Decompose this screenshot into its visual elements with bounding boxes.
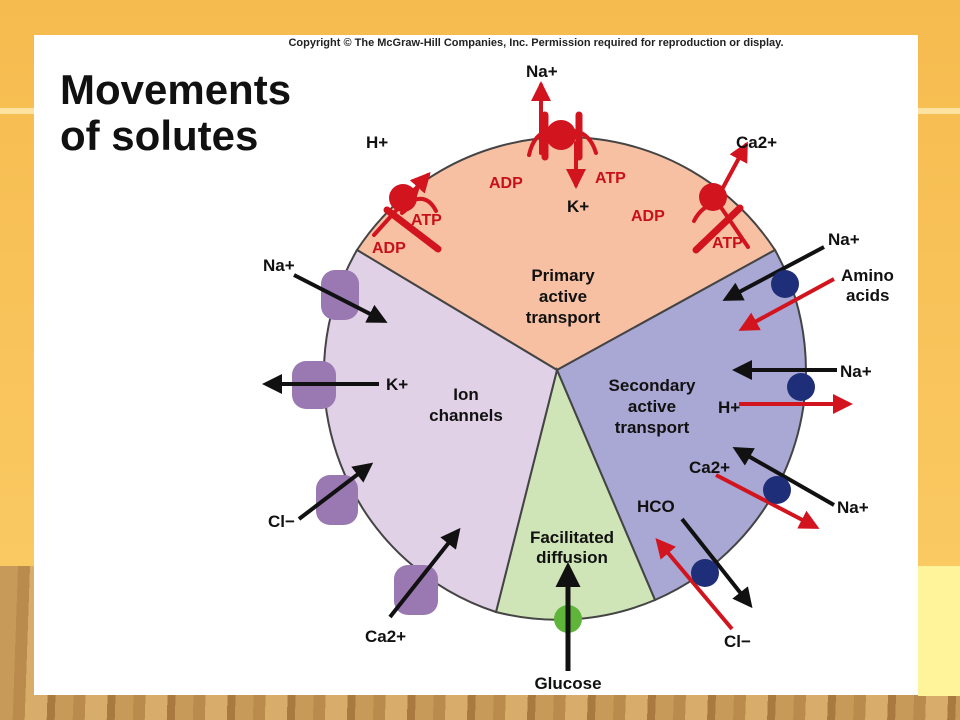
sec-ca-label: Ca2+ xyxy=(689,458,730,477)
cell-circle xyxy=(322,136,807,621)
figure-panel: Copyright © The McGraw-Hill Companies, I… xyxy=(34,35,918,695)
atp-left: ATP xyxy=(411,212,442,229)
sec-na3-label: Na+ xyxy=(837,498,869,517)
hco3-label: HCO xyxy=(637,497,675,516)
title-line-1: Movements xyxy=(60,66,292,113)
ion-na-label: Na+ xyxy=(263,256,295,275)
ca-right-label: Ca2+ xyxy=(736,133,777,152)
pump-right xyxy=(692,141,750,254)
channel-k xyxy=(262,361,379,409)
sec-cl-label: Cl− xyxy=(724,632,751,651)
secondary-label-1: Secondary xyxy=(609,376,696,395)
adp-left: ADP xyxy=(372,240,406,257)
channel-ca xyxy=(388,527,461,619)
atp-mid: ATP xyxy=(595,170,626,187)
adp-right: ADP xyxy=(631,208,665,225)
facilitated-label-2: diffusion xyxy=(536,548,608,567)
k-mid-label: K+ xyxy=(567,197,589,216)
na-top-label: Na+ xyxy=(526,62,558,81)
primary-label-2: active xyxy=(539,287,587,306)
facilitated-label-1: Facilitated xyxy=(530,528,614,547)
carrier-na-h xyxy=(732,360,853,414)
amino-label-2: acids xyxy=(846,286,889,305)
primary-label-3: transport xyxy=(526,308,601,327)
atp-right: ATP xyxy=(712,235,743,252)
carrier-na-amino xyxy=(722,245,835,331)
sec-h-label: H+ xyxy=(718,398,740,417)
secondary-label-3: transport xyxy=(615,418,690,437)
amino-label-1: Amino xyxy=(841,266,894,285)
channel-na xyxy=(293,270,388,323)
channel-cl xyxy=(297,462,374,525)
primary-label-1: Primary xyxy=(531,266,595,285)
ion-ca-label: Ca2+ xyxy=(365,627,406,646)
yellow-corner xyxy=(918,566,960,696)
title-line-2: of solutes xyxy=(60,112,259,159)
pump-top xyxy=(527,81,598,189)
figure-title: Movements of solutes xyxy=(60,67,380,159)
sec-na1-label: Na+ xyxy=(828,230,860,249)
ion-label-1: Ion xyxy=(453,385,479,404)
pump-left xyxy=(372,172,442,253)
transport-diagram: Primary active transport Ion channels Se… xyxy=(262,62,894,693)
carrier-na-ca xyxy=(715,447,835,529)
carrier-hco3-cl xyxy=(655,517,753,631)
glucose-label: Glucose xyxy=(534,674,601,693)
ion-cl-label: Cl− xyxy=(268,512,295,531)
adp-mid: ADP xyxy=(489,175,523,192)
secondary-label-2: active xyxy=(628,397,676,416)
glucose-transporter xyxy=(554,562,582,671)
copyright-notice: Copyright © The McGraw-Hill Companies, I… xyxy=(288,37,784,49)
ion-label-2: channels xyxy=(429,406,503,425)
sec-na2-label: Na+ xyxy=(840,362,872,381)
h-plus-label: H+ xyxy=(366,133,388,152)
ion-k-label: K+ xyxy=(386,375,408,394)
